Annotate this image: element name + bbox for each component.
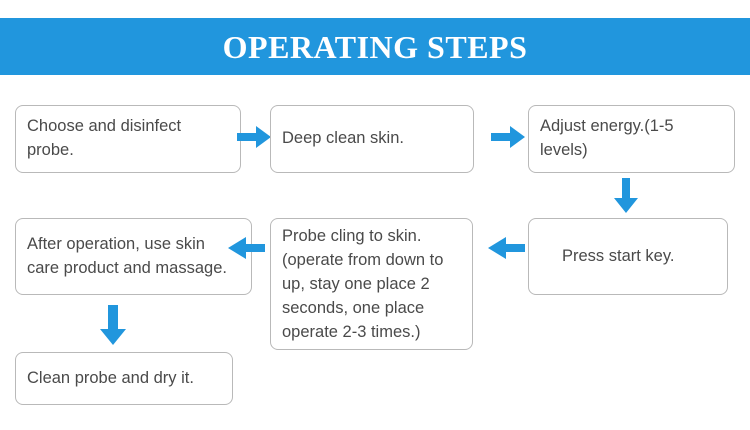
arrow-right-deepclean-to-adjust (491, 126, 525, 148)
step-label-clean-probe: Clean probe and dry it. (27, 368, 194, 387)
header-banner: OPERATING STEPS (0, 18, 750, 75)
step-box-deep-clean: Deep clean skin. (270, 105, 474, 173)
step-box-probe-cling: Probe cling to skin. (operate from down … (270, 218, 473, 350)
step-box-press-start: Press start key. (528, 218, 728, 295)
step-label-deep-clean: Deep clean skin. (282, 129, 404, 148)
arrow-down-after-to-clean (100, 305, 126, 345)
arrow-left-press-to-probecling (488, 237, 525, 259)
step-box-after-operation: After operation, use skin care product a… (15, 218, 252, 295)
arrow-down-adjust-to-press (614, 178, 638, 213)
page-title: OPERATING STEPS (222, 28, 528, 65)
step-label-choose: Choose and disinfect probe. (27, 117, 182, 159)
step-box-clean-probe: Clean probe and dry it. (15, 352, 233, 405)
step-box-choose: Choose and disinfect probe. (15, 105, 241, 173)
arrow-left-probecling-to-after (228, 237, 265, 259)
step-label-press-start: Press start key. (562, 246, 675, 265)
arrow-right-choose-to-deepclean (237, 126, 271, 148)
step-label-after-operation: After operation, use skin care product a… (27, 234, 227, 277)
step-label-probe-cling: Probe cling to skin. (operate from down … (282, 227, 444, 341)
step-label-adjust-energy: Adjust energy.(1-5 levels) (540, 117, 674, 159)
step-box-adjust-energy: Adjust energy.(1-5 levels) (528, 105, 735, 173)
